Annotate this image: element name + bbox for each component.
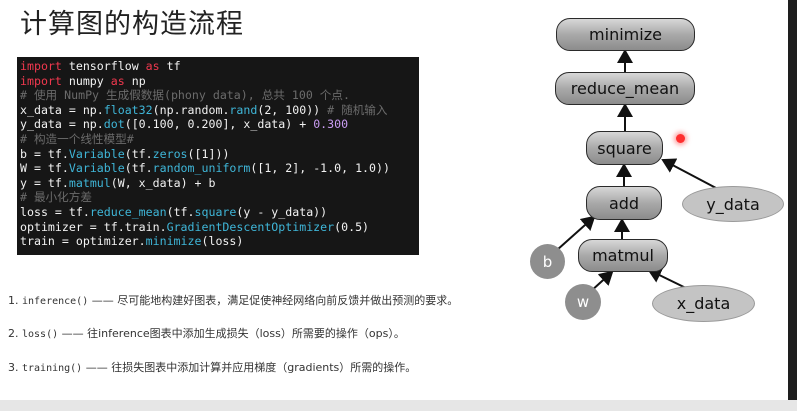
code-token: (tf.	[124, 146, 153, 161]
node-reduce-mean: reduce_mean	[555, 72, 695, 105]
code-token: # 构造一个线性模型#	[20, 131, 134, 146]
edge-y-data-to-square	[661, 158, 717, 189]
code-line: import tensorflow as tf	[20, 59, 416, 74]
code-token: y = tf.	[20, 175, 69, 190]
note-text: 往inference图表中添加生成损失（loss）所需要的操作（ops）。	[87, 327, 405, 340]
code-line: W = tf.Variable(tf.random_uniform([1, 2]…	[20, 161, 416, 176]
code-line: # 最小化方差	[20, 190, 416, 205]
code-token: square	[194, 204, 237, 219]
note-number: 1.	[8, 294, 19, 307]
note-inference: 1. inference() —— 尽可能地构建好图表，满足促使神经网络向前反馈…	[8, 292, 458, 308]
node-matmul: matmul	[578, 239, 668, 272]
code-token: GradientDescentOptimizer	[166, 219, 335, 234]
code-token: (loss)	[201, 234, 244, 249]
edge-b-to-add	[556, 215, 596, 251]
code-line: import numpy as np	[20, 74, 416, 89]
note-loss: 2. loss() —— 往inference图表中添加生成损失（loss）所需…	[8, 325, 405, 341]
node-x-data: x_data	[652, 285, 755, 322]
code-token: as	[145, 59, 160, 73]
code-token: import	[20, 73, 62, 88]
node-b: b	[530, 244, 565, 279]
code-token: (W, x_data) + b	[110, 175, 216, 190]
code-token: ([0.100, 0.200], x_data) +	[124, 117, 314, 132]
note-number: 3.	[8, 361, 19, 374]
code-token: float32	[103, 102, 153, 117]
code-token: train = optimizer.	[20, 234, 146, 249]
code-line: # 使用 NumPy 生成假数据(phony data), 总共 100 个点.	[20, 88, 416, 103]
code-token: ([1, 2], -1.0, 1.0))	[250, 161, 390, 176]
code-token: loss = tf.	[20, 204, 90, 219]
code-token: import	[20, 59, 62, 73]
code-line: x_data = np.float32(np.random.rand(2, 10…	[20, 103, 416, 118]
code-token: (np.random.	[152, 102, 230, 117]
code-token: ([1]))	[187, 146, 230, 161]
node-minimize: minimize	[556, 18, 695, 51]
code-token: y_data = np.	[20, 117, 104, 132]
code-token: (2, 100))	[257, 102, 328, 117]
note-text: 往损失图表中添加计算并应用梯度（gradients）所需的操作。	[111, 361, 417, 374]
code-token: numpy	[61, 73, 111, 88]
code-token: Variable	[68, 161, 125, 176]
code-token: tf	[159, 59, 181, 73]
note-dash: ——	[91, 294, 114, 307]
code-token: (tf.	[124, 161, 153, 176]
code-token: # 随机输入	[327, 102, 388, 117]
code-line: loss = tf.reduce_mean(tf.square(y - y_da…	[20, 205, 416, 220]
laser-pointer-dot	[676, 134, 685, 143]
note-code: loss()	[22, 329, 59, 340]
note-code: inference()	[22, 296, 89, 307]
code-token: minimize	[145, 234, 202, 249]
bottom-strip	[0, 400, 797, 411]
code-token: (tf.	[166, 204, 195, 219]
code-line: b = tf.Variable(tf.zeros([1]))	[20, 147, 416, 162]
code-token: 0.300	[313, 117, 349, 132]
code-token: dot	[103, 117, 125, 132]
code-token: # 最小化方差	[20, 190, 92, 205]
node-w: w	[565, 284, 601, 320]
code-line: y_data = np.dot([0.100, 0.200], x_data) …	[20, 117, 416, 132]
code-token: matmul	[68, 175, 111, 190]
code-line: optimizer = tf.train.GradientDescentOpti…	[20, 220, 416, 235]
node-add: add	[586, 186, 662, 220]
code-token: (0.5)	[334, 219, 370, 234]
code-token: optimizer = tf.train.	[20, 219, 167, 234]
code-token: zeros	[152, 146, 188, 161]
code-token: W = tf.	[20, 161, 69, 176]
slide-title: 计算图的构造流程	[20, 9, 244, 40]
code-token: (y - y_data))	[236, 204, 328, 219]
code-token: random_uniform	[152, 161, 251, 176]
code-token: b = tf.	[20, 146, 69, 161]
code-token: reduce_mean	[89, 204, 167, 219]
window-edge	[788, 0, 797, 400]
code-token: tensorflow	[61, 59, 146, 73]
code-line: y = tf.matmul(W, x_data) + b	[20, 176, 416, 191]
code-token: np	[124, 73, 146, 88]
code-token: x_data = np.	[20, 102, 104, 117]
note-dash: ——	[85, 361, 108, 374]
note-text: 尽可能地构建好图表，满足促使神经网络向前反馈并做出预测的要求。	[117, 294, 459, 307]
code-token: # 使用 NumPy 生成假数据(phony data), 总共 100 个点.	[20, 88, 350, 103]
note-dash: ——	[61, 327, 84, 340]
node-y-data: y_data	[682, 186, 784, 222]
graph-edges	[556, 49, 717, 293]
code-token: as	[110, 73, 125, 88]
node-square: square	[586, 131, 663, 165]
code-line: train = optimizer.minimize(loss)	[20, 234, 416, 249]
code-token: Variable	[68, 146, 125, 161]
code-token: rand	[229, 102, 258, 117]
code-line: # 构造一个线性模型#	[20, 132, 416, 147]
note-number: 2.	[8, 327, 19, 340]
note-training: 3. training() —— 往损失图表中添加计算并应用梯度（gradien…	[8, 359, 416, 375]
note-code: training()	[22, 363, 83, 374]
